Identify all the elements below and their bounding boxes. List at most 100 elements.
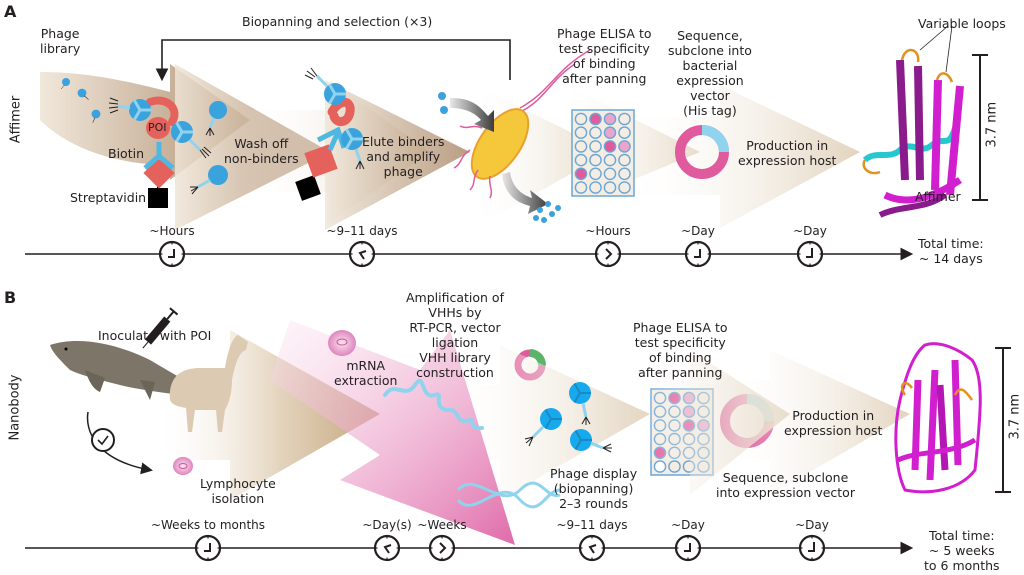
elisa-well-light — [603, 112, 617, 126]
arrow-production — [720, 350, 910, 495]
scale-bar-b — [995, 347, 1011, 493]
phage-icon — [91, 109, 101, 123]
capture-complex-2 — [295, 67, 365, 201]
clock-icon — [674, 534, 702, 562]
elisa-well-dark — [603, 140, 617, 153]
time-marker-label: ~Day — [671, 518, 705, 532]
grey-arrow-in — [450, 98, 494, 132]
clock-icon — [428, 534, 456, 562]
streptavidin-label: Streptavidin — [70, 190, 147, 205]
phage-icon — [524, 408, 562, 447]
time-marker-label: ~Day(s) — [362, 518, 412, 532]
mrna-strand — [383, 378, 484, 431]
nanobody-structure — [894, 342, 982, 494]
incubation-clock-icon — [86, 411, 153, 475]
scale-label-b: 3.7 nm — [1007, 393, 1023, 440]
arrow-animal — [160, 330, 380, 500]
phage-display-phages — [524, 382, 612, 453]
clock-icon — [194, 534, 222, 562]
elisa-well-empty — [574, 153, 588, 167]
time-marker-label: ~Hours — [585, 224, 631, 238]
phage-icon — [570, 429, 612, 453]
biotin-label: Biotin — [108, 146, 144, 161]
timeline-a-clocks — [158, 240, 824, 268]
elisa-plate-a — [571, 109, 635, 197]
timeline-b-clocks — [194, 534, 826, 562]
bacteria-illustration — [438, 49, 591, 223]
clock-icon — [158, 240, 186, 268]
elisa-well-dark — [589, 112, 602, 126]
affimer-protein-label: Affimer — [915, 189, 961, 204]
elisa-well-light — [618, 140, 631, 153]
elisa-well-dark — [574, 167, 588, 181]
time-marker-label: ~9–11 days — [556, 518, 628, 532]
streptavidin-block — [295, 175, 321, 201]
panel-b-arrows — [160, 320, 910, 545]
lymphocyte-cell — [173, 457, 193, 475]
clock-icon — [684, 240, 712, 268]
elisa-well-empty — [618, 153, 631, 167]
antibody-y — [143, 142, 175, 170]
clock-icon — [578, 534, 606, 562]
phage-icon — [205, 101, 227, 136]
syringe-icon — [142, 307, 179, 349]
shark-illustration — [50, 340, 200, 400]
elisa-well-white — [653, 460, 667, 473]
time-marker-label: ~Weeks to months — [150, 518, 266, 532]
elisa-well-empty — [618, 112, 631, 126]
phage-icon — [77, 88, 89, 100]
time-marker-label: ~Weeks — [417, 518, 467, 532]
elisa-well-empty — [574, 112, 588, 126]
time-marker-label: ~Day — [793, 224, 827, 238]
elisa-well-empty — [589, 167, 602, 181]
scale-label-a: 3.7 nm — [984, 101, 1000, 148]
elisa-plate-frame — [571, 109, 635, 197]
elisa-well-light — [603, 126, 617, 139]
elisa-well-empty — [618, 167, 631, 181]
phage-icon — [190, 165, 228, 195]
variable-loops-pointers — [919, 25, 953, 73]
amplified-phages — [533, 201, 561, 223]
elisa-well-empty — [603, 153, 617, 167]
biopanning-loop — [155, 39, 511, 82]
streptavidin-block — [148, 188, 168, 208]
row-label-affimer: Affimer — [8, 95, 24, 144]
affimer-structure — [862, 48, 964, 218]
phage-display-label: Phage display(biopanning)2–3 rounds — [550, 466, 638, 511]
capture-complex-1 — [108, 96, 228, 208]
plasmid-vector-a — [675, 125, 729, 179]
elisa-well-empty — [618, 181, 631, 194]
elisa-well-empty — [574, 140, 588, 153]
elisa-well-empty — [589, 140, 602, 153]
clock-icon — [348, 240, 376, 268]
elisa-well-empty — [589, 181, 602, 194]
total-time-a: Total time:~ 14 days — [918, 236, 984, 266]
biotin-diamond — [304, 144, 338, 178]
elisa-well-empty — [589, 126, 602, 139]
arrow-phage-display — [630, 350, 790, 495]
scale-bar-a — [972, 54, 988, 201]
arrow-elute — [325, 80, 470, 230]
phage-icon — [438, 92, 446, 100]
row-label-nanobody: Nanobody — [7, 374, 23, 441]
time-marker-label: ~Day — [795, 518, 829, 532]
phage-icon — [171, 121, 212, 159]
time-marker-label: ~9–11 days — [326, 224, 398, 238]
elisa-well-empty — [603, 167, 617, 181]
phage-icon — [108, 97, 151, 121]
panel-letter-b: B — [4, 288, 17, 307]
time-marker-label: ~Day — [681, 224, 715, 238]
elisa-well-empty — [618, 126, 631, 139]
phage-icon — [440, 106, 448, 114]
